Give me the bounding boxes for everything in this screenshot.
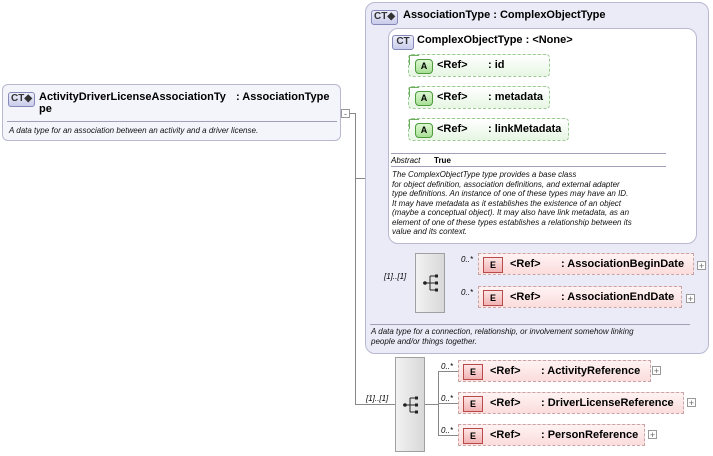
attribute-metadata[interactable]: A <Ref> : metadata	[408, 86, 550, 109]
connector	[438, 403, 458, 404]
complex-object-doc-line: value and its context.	[392, 227, 468, 236]
root-documentation: A data type for an association between a…	[9, 126, 259, 135]
element-ref: <Ref>	[490, 429, 521, 441]
attribute-corner	[409, 87, 419, 97]
attribute-icon: A	[415, 91, 433, 106]
element-cardinality: 0..*	[461, 255, 474, 264]
element-icon: E	[463, 428, 483, 444]
attribute-ref: <Ref>	[437, 59, 468, 71]
complex-type-icon: CT◆	[371, 10, 398, 25]
attribute-corner	[409, 119, 419, 129]
element-person-reference[interactable]: E <Ref> : PersonReference	[458, 424, 645, 446]
element-icon: E	[483, 290, 503, 306]
element-ref: <Ref>	[510, 291, 541, 303]
sequence-cardinality: [1]..[1]	[384, 272, 407, 281]
expand-toggle[interactable]: +	[687, 398, 696, 408]
connector	[355, 404, 395, 405]
root-complex-type[interactable]: CT◆ ActivityDriverLicenseAssociationTy p…	[2, 84, 341, 141]
attribute-icon: A	[415, 59, 433, 74]
complex-type-icon: CT	[392, 35, 414, 50]
attribute-id[interactable]: A <Ref> : id	[408, 54, 550, 77]
divider	[391, 166, 666, 167]
complex-object-type-title: ComplexObjectType : <None>	[417, 34, 573, 46]
element-ref: <Ref>	[490, 365, 521, 377]
element-ref: <Ref>	[490, 397, 521, 409]
element-icon: E	[483, 257, 503, 273]
sequence-icon	[403, 396, 418, 414]
connector	[438, 435, 458, 436]
complex-type-icon: CT◆	[8, 92, 35, 107]
association-type-doc-line: A data type for a connection, relationsh…	[371, 327, 634, 336]
connector	[355, 178, 365, 179]
root-type-name: ActivityDriverLicenseAssociationTy	[39, 91, 226, 103]
divider	[370, 324, 690, 325]
element-cardinality: 0..*	[441, 426, 454, 435]
element-icon: E	[463, 396, 483, 412]
sequence-compositor[interactable]	[415, 253, 445, 313]
root-type-name-continued: pe	[39, 103, 52, 115]
expand-toggle[interactable]: +	[648, 430, 657, 440]
attribute-name: : metadata	[488, 91, 544, 103]
complex-object-type-box[interactable]: CT ComplexObjectType : <None> A <Ref> : …	[388, 28, 697, 244]
sequence-icon	[423, 274, 438, 292]
connector	[438, 371, 458, 372]
element-association-begin-date[interactable]: E <Ref> : AssociationBeginDate	[478, 253, 694, 275]
element-name: : ActivityReference	[541, 365, 641, 377]
element-ref: <Ref>	[510, 258, 541, 270]
element-cardinality: 0..*	[461, 288, 474, 297]
element-icon: E	[463, 364, 483, 380]
root-base-type: : AssociationType	[236, 91, 330, 103]
attribute-ref: <Ref>	[437, 123, 468, 135]
element-name: : AssociationBeginDate	[561, 258, 685, 270]
connector	[355, 113, 356, 405]
element-activity-reference[interactable]: E <Ref> : ActivityReference	[458, 360, 651, 382]
complex-object-doc-line: It may have metadata as it establishes t…	[392, 198, 622, 208]
element-association-end-date[interactable]: E <Ref> : AssociationEndDate	[478, 286, 682, 308]
element-cardinality: 0..*	[441, 394, 454, 403]
expand-toggle[interactable]: +	[652, 366, 661, 376]
abstract-value: True	[434, 156, 451, 165]
attribute-name: : id	[488, 59, 505, 71]
element-name: : DriverLicenseReference	[541, 397, 674, 409]
expand-toggle[interactable]: +	[686, 294, 695, 304]
attribute-icon: A	[415, 123, 433, 138]
divider	[7, 121, 337, 122]
element-driver-license-reference[interactable]: E <Ref> : DriverLicenseReference	[458, 392, 684, 414]
attribute-corner	[409, 55, 419, 65]
association-type-doc-line: people and/or things together.	[371, 337, 478, 346]
attribute-ref: <Ref>	[437, 91, 468, 103]
complex-object-doc-line: (maybe a conceptual object). It may also…	[392, 208, 630, 217]
complex-object-doc-line: type definitions. An instance of one of …	[392, 189, 629, 198]
complex-object-doc-line: for object definition, association defin…	[392, 179, 620, 189]
sequence-compositor[interactable]	[395, 357, 425, 452]
association-type-title: AssociationType : ComplexObjectType	[403, 9, 606, 21]
element-name: : PersonReference	[541, 429, 639, 441]
attribute-name: : linkMetadata	[488, 123, 562, 135]
abstract-label: Abstract	[391, 156, 421, 165]
attribute-link-metadata[interactable]: A <Ref> : linkMetadata	[408, 118, 569, 141]
divider	[391, 153, 666, 154]
connector	[425, 404, 438, 405]
expand-toggle[interactable]: +	[697, 261, 706, 271]
element-cardinality: 0..*	[441, 362, 454, 371]
collapse-toggle[interactable]: -	[341, 109, 350, 119]
sequence-cardinality: [1]..[1]	[366, 394, 389, 403]
complex-object-doc-line: element of one of these types establishe…	[392, 217, 632, 227]
element-name: : AssociationEndDate	[561, 291, 675, 303]
complex-object-doc-line: The ComplexObjectType type provides a ba…	[392, 170, 577, 179]
